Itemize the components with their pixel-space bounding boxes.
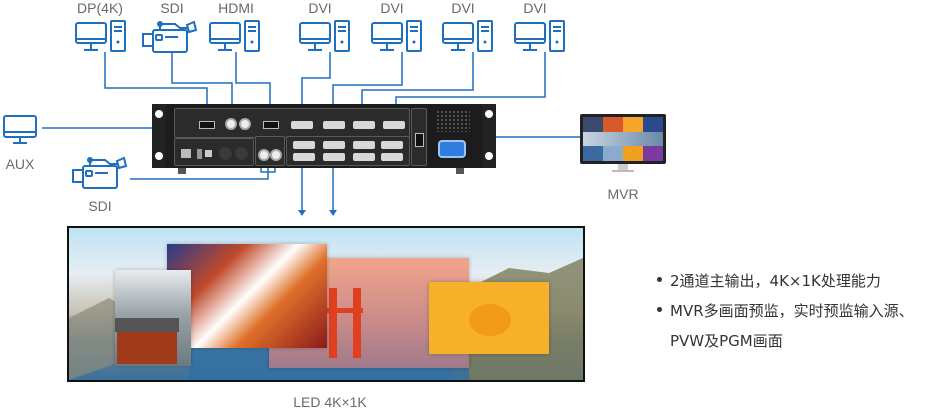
dvi-out-port (381, 153, 403, 161)
pc-icon (441, 20, 497, 54)
dvi-out-port (293, 141, 315, 149)
dvi-out-port (323, 153, 345, 161)
sdi-port (225, 118, 237, 130)
pc-icon (370, 20, 426, 54)
dvi-port (383, 121, 405, 129)
dvi-out-port (293, 153, 315, 161)
canyon-image (167, 244, 327, 348)
aux-label: AUX (5, 156, 35, 172)
pc-icon (208, 20, 264, 54)
device-foot (456, 168, 464, 174)
knob (219, 147, 232, 160)
lemon-image (429, 282, 549, 354)
usb-b-port (205, 150, 212, 157)
input-board (174, 108, 410, 138)
dvi-port (353, 121, 375, 129)
control-board (174, 138, 254, 166)
mvr-monitor (580, 114, 666, 172)
wire-sdi-top (171, 52, 233, 110)
wire-sdi-left (130, 168, 269, 180)
rack-ear-left (152, 104, 166, 168)
mvr-screen-bezel (580, 114, 666, 164)
led-screen-label: LED 4K×1K (293, 394, 367, 410)
mvr-label: MVR (607, 186, 639, 202)
wire-dvi-3 (361, 52, 474, 110)
mvr-screen (583, 117, 663, 161)
pc-icon (513, 20, 569, 54)
usb-port (197, 149, 202, 159)
dvi-out-port (323, 141, 345, 149)
output-board (286, 136, 410, 166)
pc-icon (74, 20, 130, 54)
power-socket (438, 140, 466, 158)
device-foot (178, 168, 186, 174)
pc-icon (298, 20, 354, 54)
input-label-sdi: SDI (160, 0, 184, 16)
led-screen (67, 226, 585, 382)
cabins-image (115, 270, 191, 366)
dvi-out-port (353, 141, 375, 149)
dvi-out-port (381, 141, 403, 149)
wire-dvi-1 (301, 52, 331, 110)
input-label-dvi-2: DVI (380, 0, 404, 16)
hdmi-mvr-port (415, 133, 424, 147)
rack-ear-right (482, 104, 496, 168)
camera-icon (70, 156, 130, 190)
feature-list: 2通道主输出，4K×1K处理能力 MVR多画面预监，实时预监输入源、 PVW及P… (657, 266, 914, 356)
feature-item: MVR多画面预监，实时预监输入源、 (657, 296, 914, 326)
wire-dvi-2 (332, 52, 403, 110)
wire-dp (104, 52, 208, 110)
camera-icon (140, 20, 200, 54)
mvr-board (411, 108, 427, 166)
feature-item-continuation: PVW及PGM画面 (670, 332, 783, 350)
sdi-port (239, 118, 251, 130)
monitor-icon (2, 114, 38, 146)
video-processor-device (152, 104, 496, 168)
arrow-out-2 (329, 210, 337, 216)
arrow-out-1 (298, 210, 306, 216)
sdi-port (270, 149, 282, 161)
input-label-dvi-3: DVI (451, 0, 475, 16)
ethernet-port (181, 149, 191, 158)
sdi-left-label: SDI (88, 198, 112, 214)
sdi-out-board (255, 136, 285, 166)
input-label-dp: DP(4K) (77, 0, 123, 16)
fan-vent (436, 110, 470, 132)
dp-port (199, 121, 215, 129)
bullet-icon (657, 277, 662, 282)
bullet-icon (657, 307, 662, 312)
input-label-dvi-4: DVI (523, 0, 547, 16)
knob (235, 147, 248, 160)
dvi-out-port (353, 153, 375, 161)
dvi-port (291, 121, 313, 129)
wire-dvi-4 (395, 52, 546, 110)
dvi-port (323, 121, 345, 129)
input-label-dvi-1: DVI (308, 0, 332, 16)
feature-item: 2通道主输出，4K×1K处理能力 (657, 266, 914, 296)
hdmi-port (263, 121, 279, 129)
sdi-port (258, 149, 270, 161)
wire-hdmi (235, 52, 271, 110)
input-label-hdmi: HDMI (218, 0, 254, 16)
